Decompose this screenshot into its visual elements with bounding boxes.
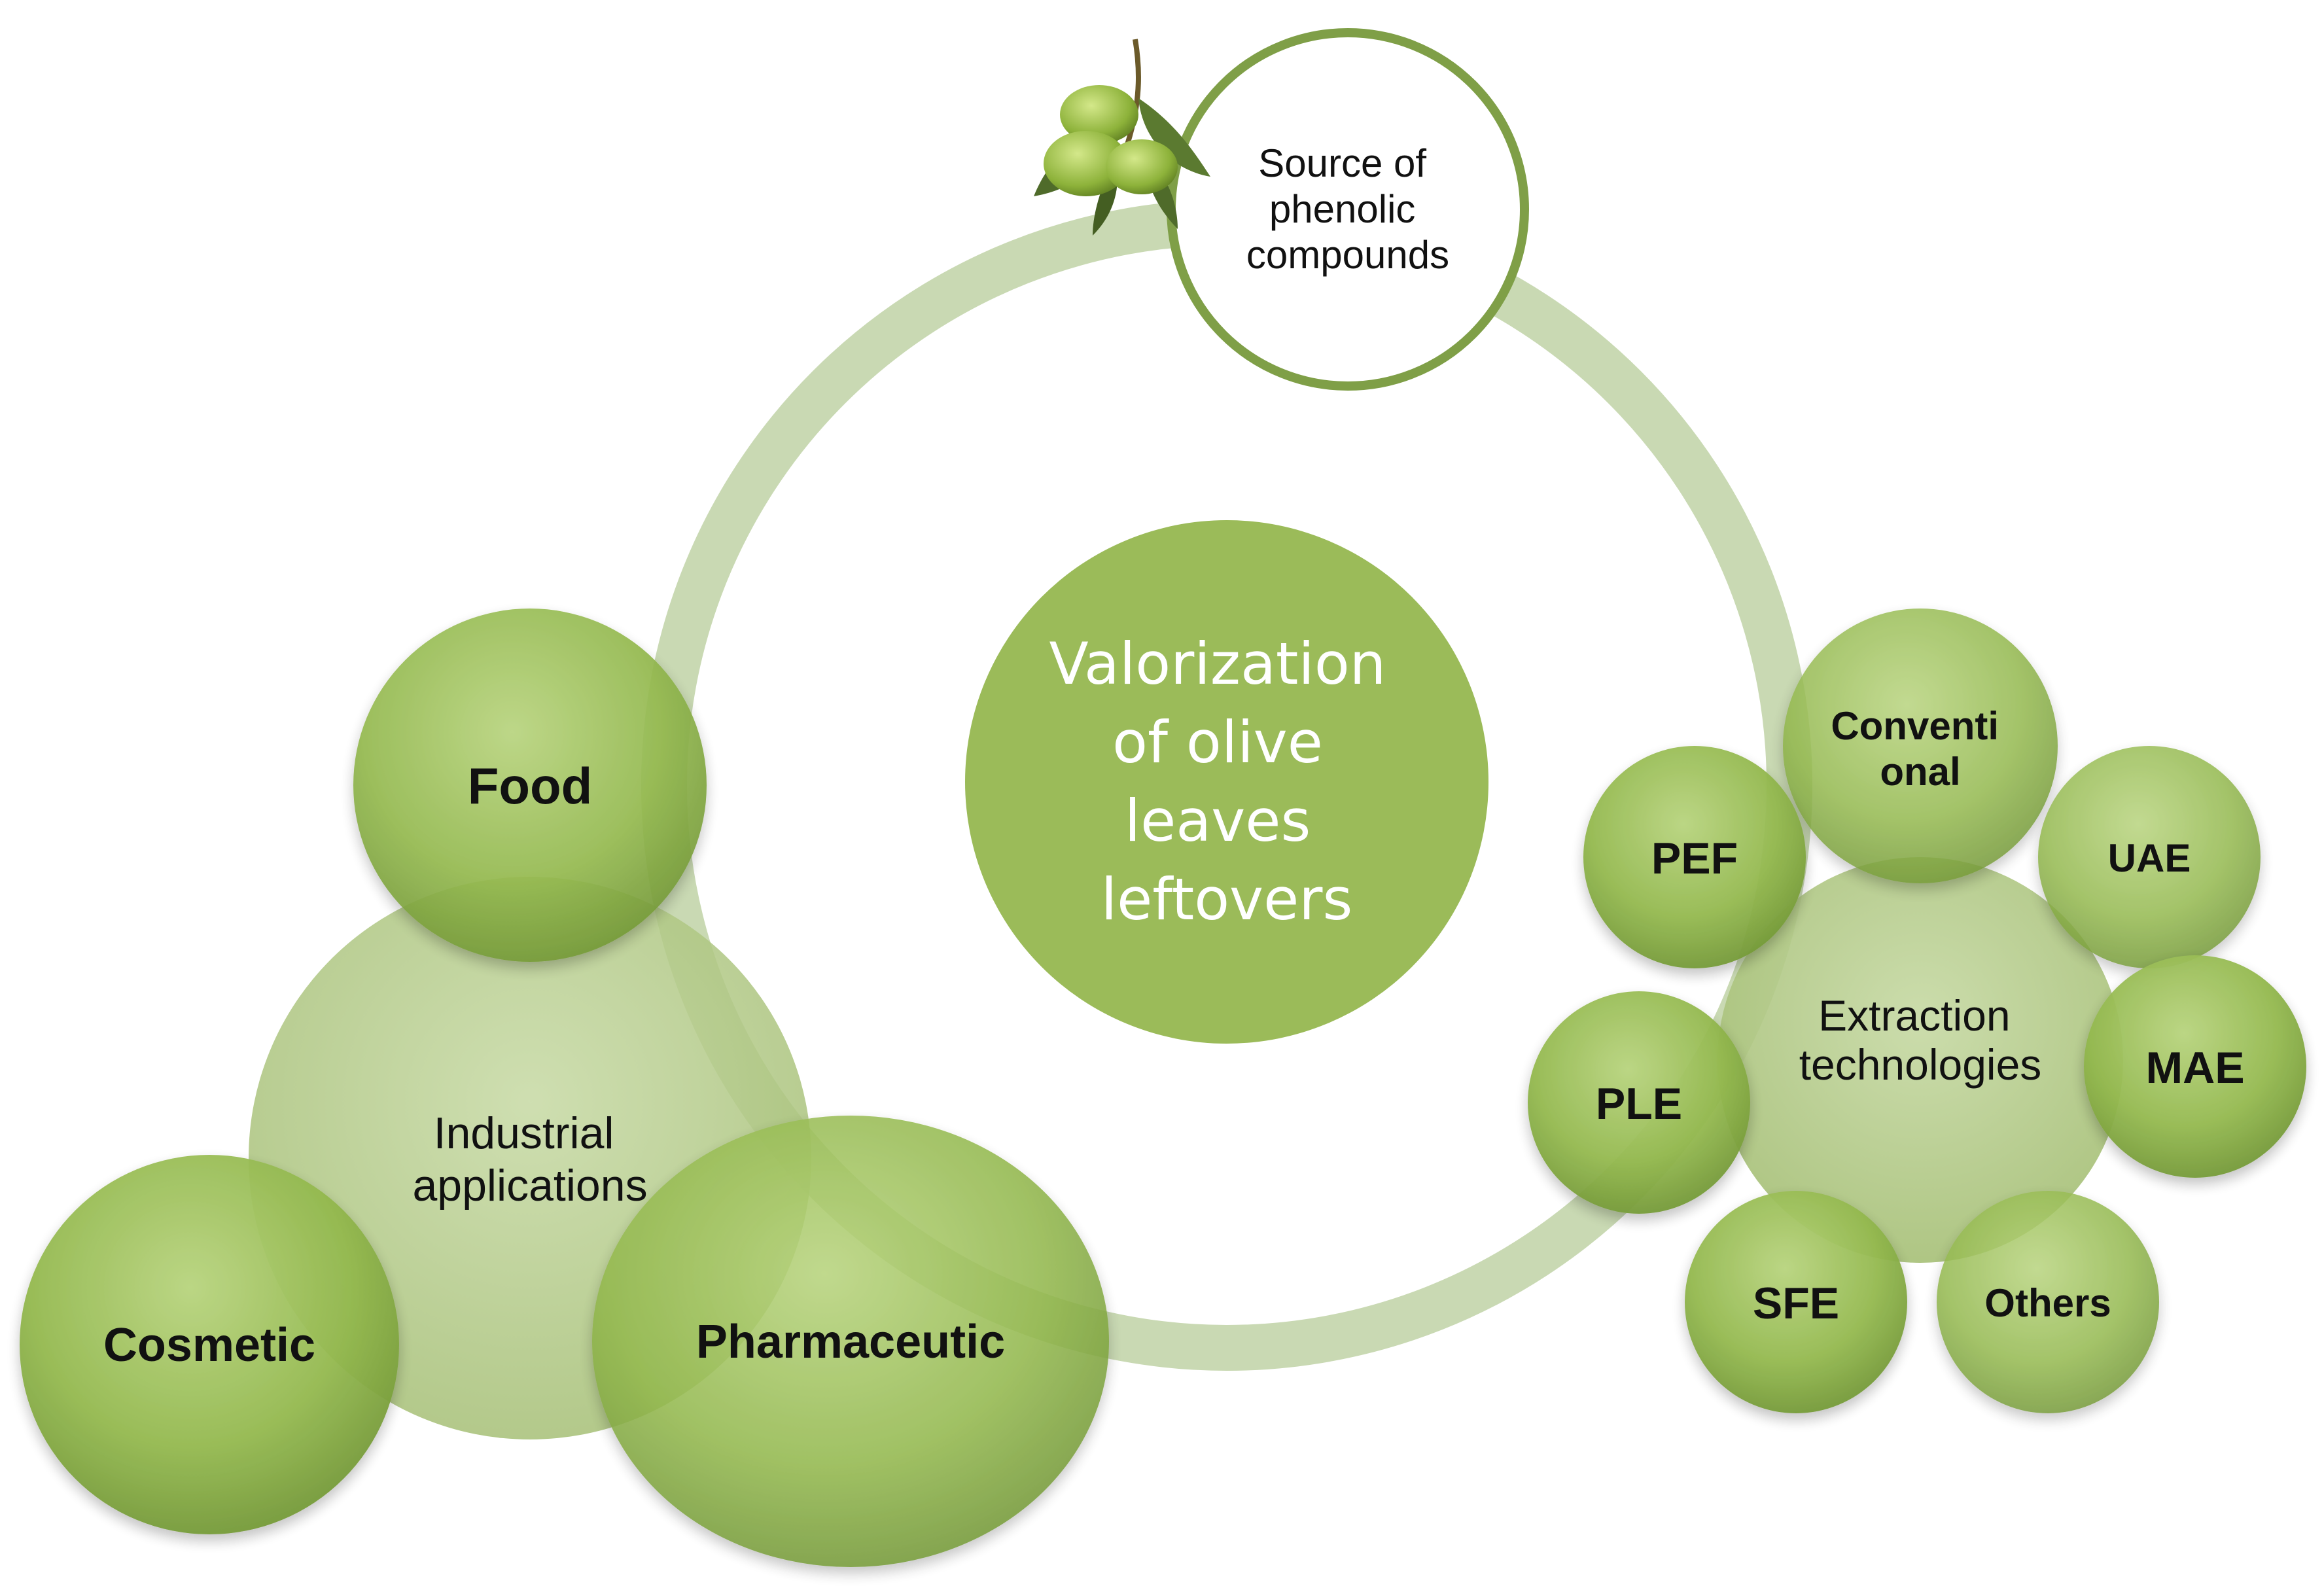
center-circle xyxy=(965,520,1488,1044)
uae-label: UAE xyxy=(2108,836,2191,880)
mae-node xyxy=(2084,955,2306,1178)
food-label: Food xyxy=(468,757,593,815)
cosmetic-node xyxy=(20,1155,399,1534)
pef-node xyxy=(1583,746,1806,968)
sfe-label: SFE xyxy=(1753,1279,1839,1328)
industrial-hub-label: Industrial applications xyxy=(412,1108,647,1210)
pharmaceutic-node xyxy=(592,1116,1109,1567)
extraction-cluster: Extraction technologies Conventi onal UA… xyxy=(1528,609,2306,1413)
extraction-hub xyxy=(1717,857,2123,1263)
industrial-cluster: Industrial applications Food Cosmetic Ph… xyxy=(20,609,1109,1567)
others-label: Others xyxy=(1984,1281,2111,1325)
conventional-label: Conventi onal xyxy=(1831,704,2009,794)
center-title: Valorization of olive leaves leftovers xyxy=(1049,630,1405,933)
others-node xyxy=(1937,1191,2159,1413)
sfe-node xyxy=(1685,1191,1907,1413)
source-label: Source of phenolic compounds xyxy=(1246,141,1449,277)
olive-branch-icon xyxy=(1034,39,1210,236)
uae-node xyxy=(2038,746,2261,968)
pef-label: PEF xyxy=(1651,834,1738,883)
conventional-node xyxy=(1783,609,2058,883)
extraction-hub-label: Extraction technologies xyxy=(1799,991,2042,1089)
food-node xyxy=(353,609,707,962)
pharmaceutic-label: Pharmaceutic xyxy=(696,1316,1005,1368)
ple-node xyxy=(1528,991,1750,1214)
cosmetic-label: Cosmetic xyxy=(103,1319,315,1371)
ple-label: PLE xyxy=(1596,1079,1682,1129)
mae-label: MAE xyxy=(2145,1043,2244,1093)
